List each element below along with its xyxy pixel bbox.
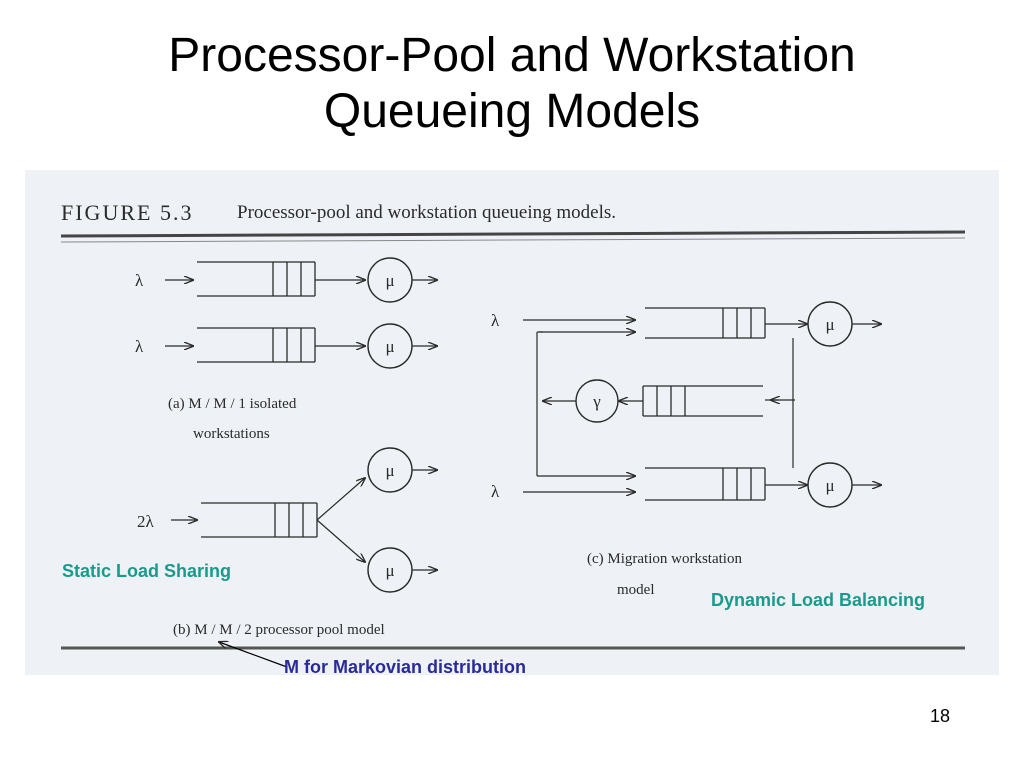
arrival-lambda: λ: [135, 337, 144, 356]
annotation-dynamic-load-balancing: Dynamic Load Balancing: [711, 590, 926, 610]
caption-rule: [60, 230, 966, 238]
panel-a-label-line-2: workstations: [193, 426, 270, 442]
panel-c-migration-model: λ μ γ: [491, 301, 881, 508]
panel-a-queue-2: λ μ: [135, 323, 437, 369]
arrival-lambda: λ: [491, 482, 500, 501]
panel-a-queue-1: λ μ: [135, 257, 437, 303]
panel-c-label-line-2: model: [617, 582, 655, 598]
arrival-lambda: λ: [491, 311, 500, 330]
server-mu: μ: [825, 315, 834, 334]
server-mu: μ: [385, 561, 394, 580]
annotation-markovian: M for Markovian distribution: [284, 657, 527, 677]
server-mu: μ: [385, 271, 394, 290]
arrival-lambda: λ: [135, 271, 144, 290]
panel-b-label: (b) M / M / 2 processor pool model: [173, 622, 385, 638]
panel-a-label-line-1: (a) M / M / 1 isolated: [168, 396, 297, 412]
figure-caption-label: FIGURE 5.3: [61, 200, 193, 225]
markov-pointer-arrow: [219, 642, 288, 668]
panel-b-pool-queue: 2λ μ μ: [137, 447, 437, 593]
title-line-2: Queueing Models: [323, 85, 701, 138]
arrival-2lambda: 2λ: [137, 512, 155, 531]
server-mu: μ: [385, 337, 394, 356]
figure-caption-text: Processor-pool and workstation queueing …: [237, 202, 616, 223]
migration-server-gamma: γ: [592, 392, 601, 411]
title-line-1: Processor-Pool and Workstation: [168, 29, 856, 82]
server-mu: μ: [385, 461, 394, 480]
scanned-figure: FIGURE 5.3 Processor-pool and workstatio…: [25, 170, 999, 675]
page-number: 18: [930, 706, 951, 726]
slide-title: Processor-Pool and Workstation Queueing …: [0, 28, 1024, 140]
queueing-diagram: FIGURE 5.3 Processor-pool and workstatio…: [60, 200, 966, 668]
caption-rule-thin: [60, 237, 966, 243]
panel-c-label-line-1: (c) Migration workstation: [587, 551, 742, 567]
annotation-static-load-sharing: Static Load Sharing: [62, 561, 232, 581]
server-mu: μ: [825, 476, 834, 495]
